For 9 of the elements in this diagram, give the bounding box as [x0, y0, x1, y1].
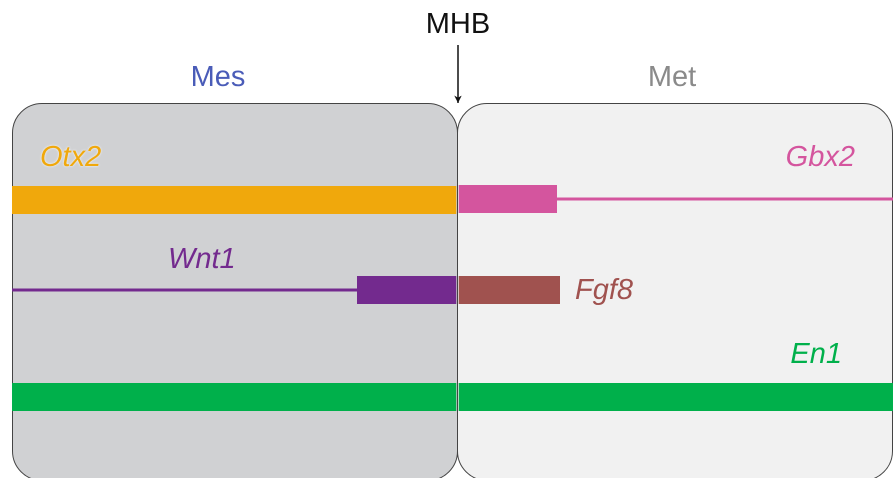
gene-label: Wnt1: [168, 245, 236, 274]
gene-label: Gbx2: [786, 143, 855, 172]
gene-label: Otx2: [40, 143, 102, 172]
arrow: [454, 45, 462, 103]
region-heading: Met: [648, 63, 696, 92]
gene-label: En1: [790, 340, 842, 369]
boundary-label: MHB: [426, 10, 490, 39]
gene-label: Fgf8: [575, 276, 634, 305]
region-heading: Mes: [190, 63, 246, 92]
